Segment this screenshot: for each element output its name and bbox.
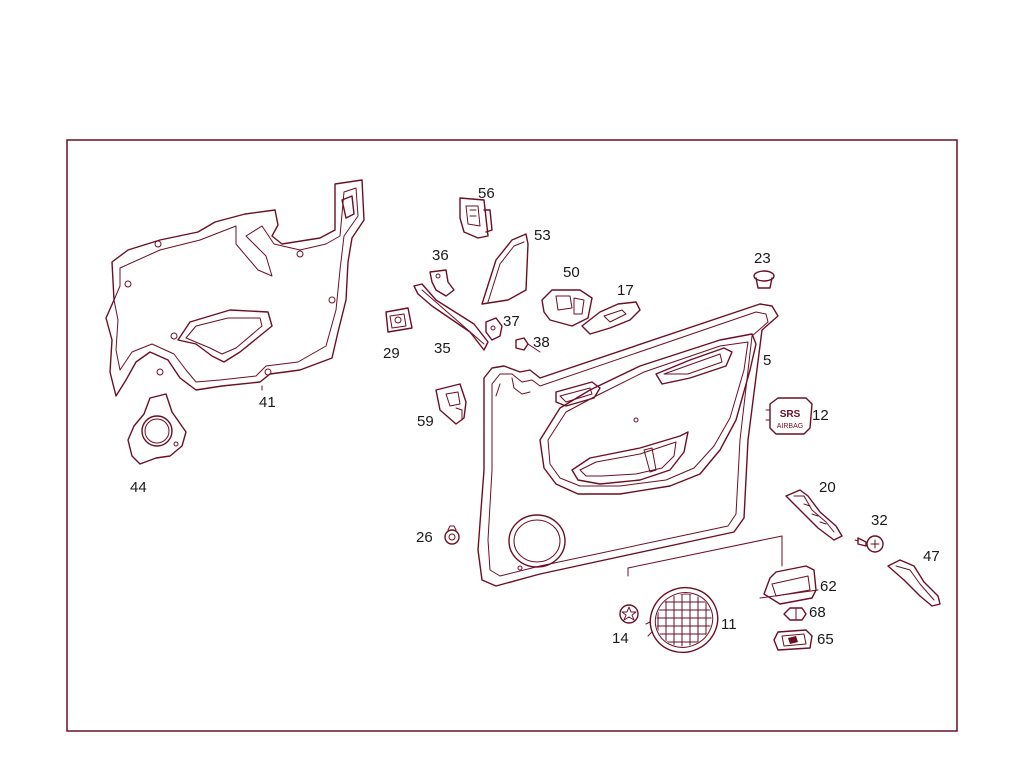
label-35: 35: [434, 340, 451, 357]
label-5: 5: [763, 352, 771, 369]
label-17: 17: [617, 282, 634, 299]
label-44: 44: [130, 479, 147, 496]
part-14-star-clip[interactable]: [619, 604, 639, 624]
part-56-bracket[interactable]: [459, 197, 493, 239]
part-23-grommet[interactable]: [753, 270, 775, 289]
part-53-triangle-cover[interactable]: [481, 233, 529, 305]
label-47: 47: [923, 548, 940, 565]
part-32-screw[interactable]: [854, 535, 884, 553]
label-38: 38: [533, 334, 550, 351]
label-14: 14: [612, 630, 629, 647]
part-26-clip[interactable]: [444, 525, 460, 545]
part-17-handle-trim[interactable]: [581, 301, 641, 335]
part-50-switch-panel[interactable]: [541, 289, 593, 327]
label-59: 59: [417, 413, 434, 430]
label-26: 26: [416, 529, 433, 546]
label-23: 23: [754, 250, 771, 267]
srs-text: SRS: [780, 409, 801, 420]
part-37-clip[interactable]: [485, 317, 503, 341]
part-11-speaker-grille[interactable]: [640, 577, 729, 664]
part-35-linkage-rod[interactable]: [413, 283, 489, 351]
label-68: 68: [809, 604, 826, 621]
label-65: 65: [817, 631, 834, 648]
part-41-sealing-sheet[interactable]: [105, 179, 365, 397]
label-56: 56: [478, 185, 495, 202]
part-59-bracket[interactable]: [435, 383, 467, 425]
part-20-bracket-arm[interactable]: [785, 489, 843, 541]
label-20: 20: [819, 479, 836, 496]
part-38-pin[interactable]: [515, 337, 541, 353]
part-62-lamp-housing[interactable]: [759, 565, 819, 605]
label-50: 50: [563, 264, 580, 281]
leader-62: [627, 535, 783, 577]
label-32: 32: [871, 512, 888, 529]
part-47-trim-strip[interactable]: [887, 559, 941, 607]
label-36: 36: [432, 247, 449, 264]
label-12: 12: [812, 407, 829, 424]
part-44-speaker-seal[interactable]: [127, 393, 187, 465]
label-41: 41: [259, 394, 276, 411]
label-53: 53: [534, 227, 551, 244]
label-11: 11: [721, 616, 737, 633]
part-5-door-trim-panel[interactable]: [477, 303, 779, 587]
label-29: 29: [383, 345, 400, 362]
label-62: 62: [820, 578, 837, 595]
diagram-frame: [66, 139, 958, 732]
part-65-lamp-socket[interactable]: [773, 629, 813, 651]
airbag-text: AIRBAG: [777, 423, 803, 430]
part-36-bracket[interactable]: [429, 269, 455, 297]
part-12-srs-airbag-badge[interactable]: SRS AIRBAG: [765, 397, 813, 435]
part-68-bulb[interactable]: [783, 607, 807, 621]
label-37: 37: [503, 313, 520, 330]
part-29-clip-nut[interactable]: [385, 307, 413, 333]
